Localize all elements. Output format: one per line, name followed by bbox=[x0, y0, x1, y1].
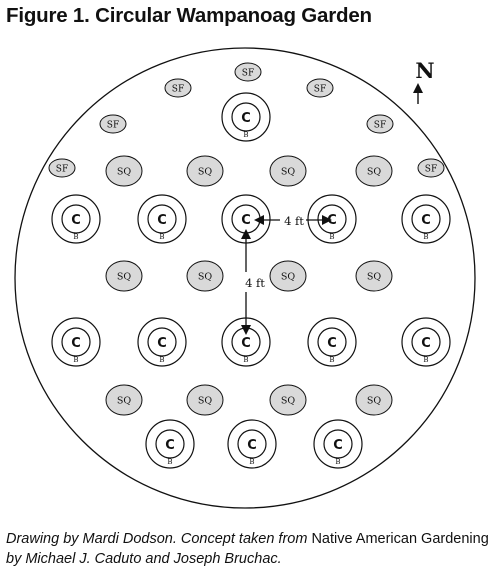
corn-label: C bbox=[327, 213, 337, 228]
corn-label: C bbox=[421, 336, 431, 351]
squash-plant-label: SQ bbox=[198, 167, 213, 178]
corn-mound: CB bbox=[137, 317, 187, 367]
garden-diagram: N SF SF SF SF SF SF SF SQ SQ SQ SQ SQ SQ SQ SQ SQ SQ SQ SQ… bbox=[14, 47, 476, 509]
corn-mound: CB bbox=[307, 194, 357, 244]
squash-plant: SQ bbox=[105, 384, 143, 416]
bean-label: B bbox=[159, 233, 164, 241]
squash-plant: SQ bbox=[269, 260, 307, 292]
squash-plant: SQ bbox=[105, 155, 143, 187]
bean-label: B bbox=[243, 356, 248, 364]
corn-mound: CB bbox=[145, 419, 195, 469]
spacing-vertical: 4 ft bbox=[241, 229, 265, 335]
figure-title: Figure 1. Circular Wampanoag Garden bbox=[6, 4, 372, 27]
bean-label: B bbox=[73, 356, 78, 364]
squash-plant: SQ bbox=[355, 155, 393, 187]
bean-label: B bbox=[167, 458, 172, 466]
bean-label: B bbox=[243, 131, 248, 139]
corn-mound: CB bbox=[137, 194, 187, 244]
corn-mound: CB bbox=[313, 419, 363, 469]
squash-plant: SQ bbox=[269, 155, 307, 187]
garden-boundary bbox=[14, 47, 476, 509]
corn-mound: CB bbox=[51, 194, 101, 244]
corn-mound: CB bbox=[51, 317, 101, 367]
sunflower-plant-label: SF bbox=[314, 85, 326, 95]
sunflower-plant-label: SF bbox=[425, 165, 437, 175]
corn-mound: CB bbox=[401, 194, 451, 244]
corn-label: C bbox=[157, 213, 167, 228]
corn-label: C bbox=[241, 213, 251, 228]
squash-plant-label: SQ bbox=[117, 396, 132, 407]
squash-plant: SQ bbox=[186, 384, 224, 416]
squash-plant-label: SQ bbox=[281, 396, 296, 407]
caption-credit: Drawing by Mardi Dodson. Concept taken f… bbox=[6, 531, 312, 547]
corn-mound: CB bbox=[401, 317, 451, 367]
sunflower-plant-label: SF bbox=[56, 165, 68, 175]
sunflower-plant: SF bbox=[366, 114, 394, 134]
corn-mound: CB bbox=[307, 317, 357, 367]
squash-plant: SQ bbox=[186, 260, 224, 292]
corn-label: C bbox=[71, 213, 81, 228]
bean-label: B bbox=[335, 458, 340, 466]
spacing-horizontal: 4 ft bbox=[254, 214, 332, 228]
squash-plant: SQ bbox=[269, 384, 307, 416]
sunflower-plant: SF bbox=[306, 78, 334, 98]
bean-label: B bbox=[249, 458, 254, 466]
sunflower-plant-label: SF bbox=[172, 85, 184, 95]
bean-label: B bbox=[329, 233, 334, 241]
corn-label: C bbox=[165, 438, 175, 453]
squash-plant-label: SQ bbox=[117, 272, 132, 283]
sunflower-plant: SF bbox=[234, 62, 262, 82]
corn-label: C bbox=[421, 213, 431, 228]
squash-plant-label: SQ bbox=[198, 272, 213, 283]
north-label: N bbox=[415, 58, 434, 83]
corn-label: C bbox=[327, 336, 337, 351]
bean-label: B bbox=[73, 233, 78, 241]
squash-plant-label: SQ bbox=[367, 396, 382, 407]
spacing-label-vertical: 4 ft bbox=[245, 276, 265, 290]
sunflower-plant: SF bbox=[48, 158, 76, 178]
squash-plant: SQ bbox=[186, 155, 224, 187]
corn-mound: CB bbox=[221, 194, 271, 244]
bean-label: B bbox=[159, 356, 164, 364]
squash-plant: SQ bbox=[355, 260, 393, 292]
squash-plant-label: SQ bbox=[367, 167, 382, 178]
squash-plant-label: SQ bbox=[281, 167, 296, 178]
corn-label: C bbox=[241, 336, 251, 351]
squash-plant-label: SQ bbox=[367, 272, 382, 283]
sunflower-plant-label: SF bbox=[242, 69, 254, 79]
corn-mound: CB bbox=[221, 92, 271, 142]
corn-label: C bbox=[241, 111, 251, 126]
sunflower-plant-label: SF bbox=[107, 121, 119, 131]
bean-label: B bbox=[423, 356, 428, 364]
squash-plant-label: SQ bbox=[117, 167, 132, 178]
squash-plant: SQ bbox=[355, 384, 393, 416]
squash-plant-label: SQ bbox=[198, 396, 213, 407]
squash-plant-label: SQ bbox=[281, 272, 296, 283]
bean-label: B bbox=[329, 356, 334, 364]
corn-label: C bbox=[333, 438, 343, 453]
corn-label: C bbox=[247, 438, 257, 453]
corn-mound: CB bbox=[227, 419, 277, 469]
caption-authors: by Michael J. Caduto and Joseph Bruchac. bbox=[6, 551, 282, 567]
sunflower-plant-label: SF bbox=[374, 121, 386, 131]
corn-label: C bbox=[71, 336, 81, 351]
squash-plant: SQ bbox=[105, 260, 143, 292]
north-arrow: N bbox=[413, 58, 435, 104]
sunflower-plant: SF bbox=[417, 158, 445, 178]
spacing-label-horizontal: 4 ft bbox=[284, 214, 304, 228]
corn-label: C bbox=[157, 336, 167, 351]
sunflower-plant: SF bbox=[99, 114, 127, 134]
bean-label: B bbox=[423, 233, 428, 241]
caption-book-title: Native American Gardening bbox=[311, 531, 489, 547]
sunflower-plant: SF bbox=[164, 78, 192, 98]
figure-caption: Drawing by Mardi Dodson. Concept taken f… bbox=[6, 529, 496, 569]
